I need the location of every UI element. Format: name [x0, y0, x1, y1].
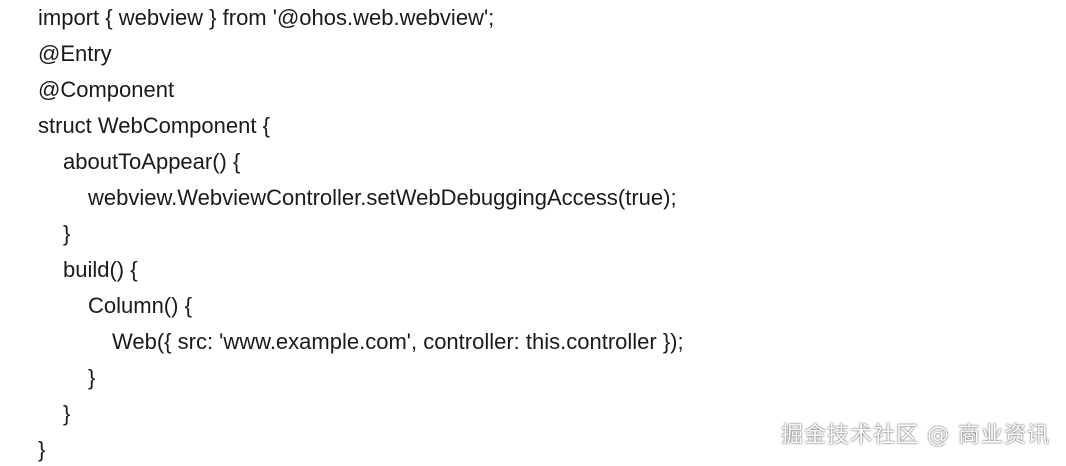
code-line-13: }: [38, 437, 46, 462]
watermark-text: 掘金技术社区 @ 商业资讯: [781, 423, 1050, 448]
code-line-8: build() {: [63, 257, 138, 282]
code-line-10: Web({ src: 'www.example.com', controller…: [112, 329, 684, 354]
code-line-4: struct WebComponent {: [38, 113, 270, 138]
code-block: import { webview } from '@ohos.web.webvi…: [38, 0, 684, 466]
code-line-9: Column() {: [88, 293, 192, 318]
code-line-3: @Component: [38, 77, 175, 102]
code-line-11: }: [88, 365, 96, 390]
code-line-7: }: [63, 221, 71, 246]
code-line-6: webview.WebviewController.setWebDebuggin…: [88, 185, 677, 210]
code-line-2: @Entry: [38, 41, 112, 66]
code-line-1: import { webview } from '@ohos.web.webvi…: [38, 5, 495, 30]
code-line-5: aboutToAppear() {: [63, 149, 241, 174]
code-line-12: }: [63, 401, 71, 426]
